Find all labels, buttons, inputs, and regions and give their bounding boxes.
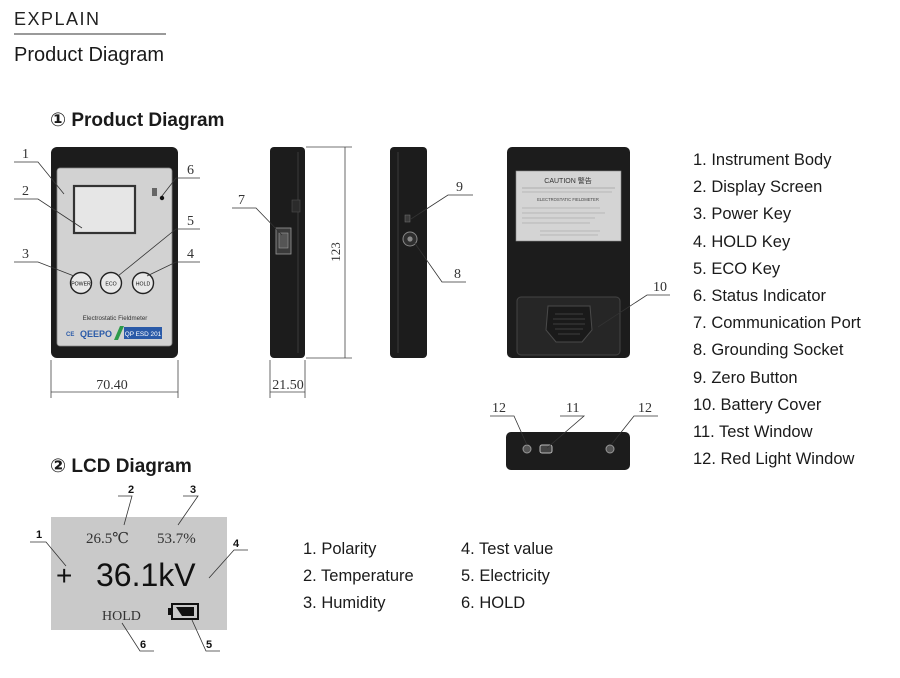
hold-key-label: HOLD (136, 282, 151, 288)
model-badge (124, 327, 162, 339)
heading-rule (14, 33, 166, 35)
product-label: Electrostatic Fieldmeter (83, 315, 148, 322)
front-display-screen (72, 184, 137, 235)
front-view: POWER ECO HOLD Electrostatic Fieldmeter … (51, 147, 178, 358)
lcd-diagram: 26.5℃ 53.7% + 36.1kV HOLD (51, 517, 227, 630)
lcd-polarity: + (56, 560, 72, 591)
lcd-callout-leaders (30, 495, 248, 652)
lcd-legend-left: 1. Polarity 2. Temperature 3. Humidity (303, 536, 414, 618)
callout-number: 1 (22, 147, 29, 162)
legend-item: 2. Display Screen (693, 178, 823, 197)
lcd-callout-number: 3 (190, 484, 196, 496)
legend-item: 6. HOLD (461, 594, 526, 613)
hold-key (131, 271, 155, 295)
legend-item: 9. Zero Button (693, 368, 798, 387)
lcd-callout-number: 6 (140, 639, 146, 651)
callout-number: 12 (492, 401, 506, 416)
top-view (506, 432, 630, 470)
explain-heading: EXPLAIN (14, 9, 101, 29)
product-legend: 1. Instrument Body 2. Display Screen 3. … (693, 147, 861, 473)
legend-item: 5. Electricity (461, 567, 550, 586)
callout-number: 12 (638, 401, 652, 416)
back-label-title: ELECTROSTATIC FIELDMETER (537, 197, 599, 202)
power-key (69, 271, 93, 295)
legend-item: 6. Status Indicator (693, 287, 826, 306)
side-view-right (390, 147, 427, 358)
legend-item: 12. Red Light Window (693, 450, 855, 469)
battery-level-icon (176, 607, 194, 616)
lcd-callout-numbers: 1 2 3 4 5 6 (36, 484, 240, 651)
legend-item: 1. Polarity (303, 540, 377, 558)
legend-item: 4. Test value (461, 540, 554, 558)
dimension-lines (50, 146, 352, 398)
lcd-test-value: 36.1kV (96, 557, 196, 593)
legend-item: 5. ECO Key (693, 259, 781, 278)
eco-key-label: ECO (105, 282, 116, 288)
callout-number: 9 (456, 180, 463, 195)
lcd-hold: HOLD (102, 609, 141, 624)
red-light-window-icon (605, 444, 615, 454)
page-title: Product Diagram (14, 44, 165, 66)
lcd-callout-number: 1 (36, 529, 42, 541)
legend-item: 8. Grounding Socket (693, 341, 844, 360)
grounding-socket-pin (407, 236, 413, 242)
legend-item: 7. Communication Port (693, 314, 861, 333)
model-label: QP ESD 201 (125, 331, 162, 338)
callout-number: 6 (187, 163, 194, 178)
lcd-diagram-title: ② LCD Diagram (50, 456, 192, 477)
communication-port-inner (278, 232, 289, 249)
callout-number: 8 (454, 267, 461, 282)
caution-label: CAUTION 警告 (544, 176, 591, 185)
product-diagram-title: ① Product Diagram (50, 110, 225, 131)
legend-item: 11. Test Window (693, 423, 813, 442)
top-body (506, 432, 630, 470)
status-indicator-icon (152, 188, 157, 196)
test-window-icon (539, 444, 553, 454)
callout-number: 2 (22, 184, 29, 199)
side-view-left (270, 147, 305, 358)
height-dimension: 123 (328, 242, 343, 262)
depth-dimension: 21.50 (272, 378, 304, 393)
callout-number: 10 (653, 280, 667, 295)
legend-item: 10. Battery Cover (693, 395, 822, 414)
legend-item: 2. Temperature (303, 567, 414, 586)
power-key-label: POWER (71, 282, 91, 288)
width-dimension: 70.40 (96, 378, 128, 393)
callout-numbers: 1 2 3 4 5 6 7 8 9 10 11 12 12 (22, 147, 667, 416)
callout-number: 3 (22, 247, 29, 262)
callout-number: 4 (187, 247, 194, 262)
callout-leaders (14, 161, 670, 449)
lcd-callout-number: 4 (233, 538, 240, 550)
lcd-callout-number: 5 (206, 639, 212, 651)
legend-item: 3. Humidity (303, 594, 386, 613)
side-body-right (390, 147, 427, 358)
lcd-temperature: 26.5℃ (86, 531, 129, 547)
eco-stripe-icon (114, 326, 124, 340)
legend-item: 3. Power Key (693, 205, 792, 224)
callout-number: 5 (187, 214, 194, 229)
lcd-humidity: 53.7% (157, 531, 196, 547)
legend-item: 4. HOLD Key (693, 232, 791, 251)
red-light-window-icon (522, 444, 532, 454)
eco-key (99, 271, 123, 295)
zero-button-icon (404, 214, 411, 223)
back-view: CAUTION 警告 ELECTROSTATIC FIELDMETER (507, 147, 630, 358)
ce-mark: CE (66, 332, 74, 338)
side-vent-icon (291, 199, 301, 213)
callout-number: 7 (238, 193, 245, 208)
brand-logo: QEEPO (80, 329, 112, 339)
back-label-plate (515, 170, 622, 242)
status-led-icon (159, 195, 165, 201)
lcd-callout-number: 2 (128, 484, 134, 496)
legend-item: 1. Instrument Body (693, 151, 832, 169)
lcd-legend-right: 4. Test value 5. Electricity 6. HOLD (461, 536, 553, 618)
callout-number: 11 (566, 401, 579, 416)
battery-icon-terminal (168, 608, 172, 615)
